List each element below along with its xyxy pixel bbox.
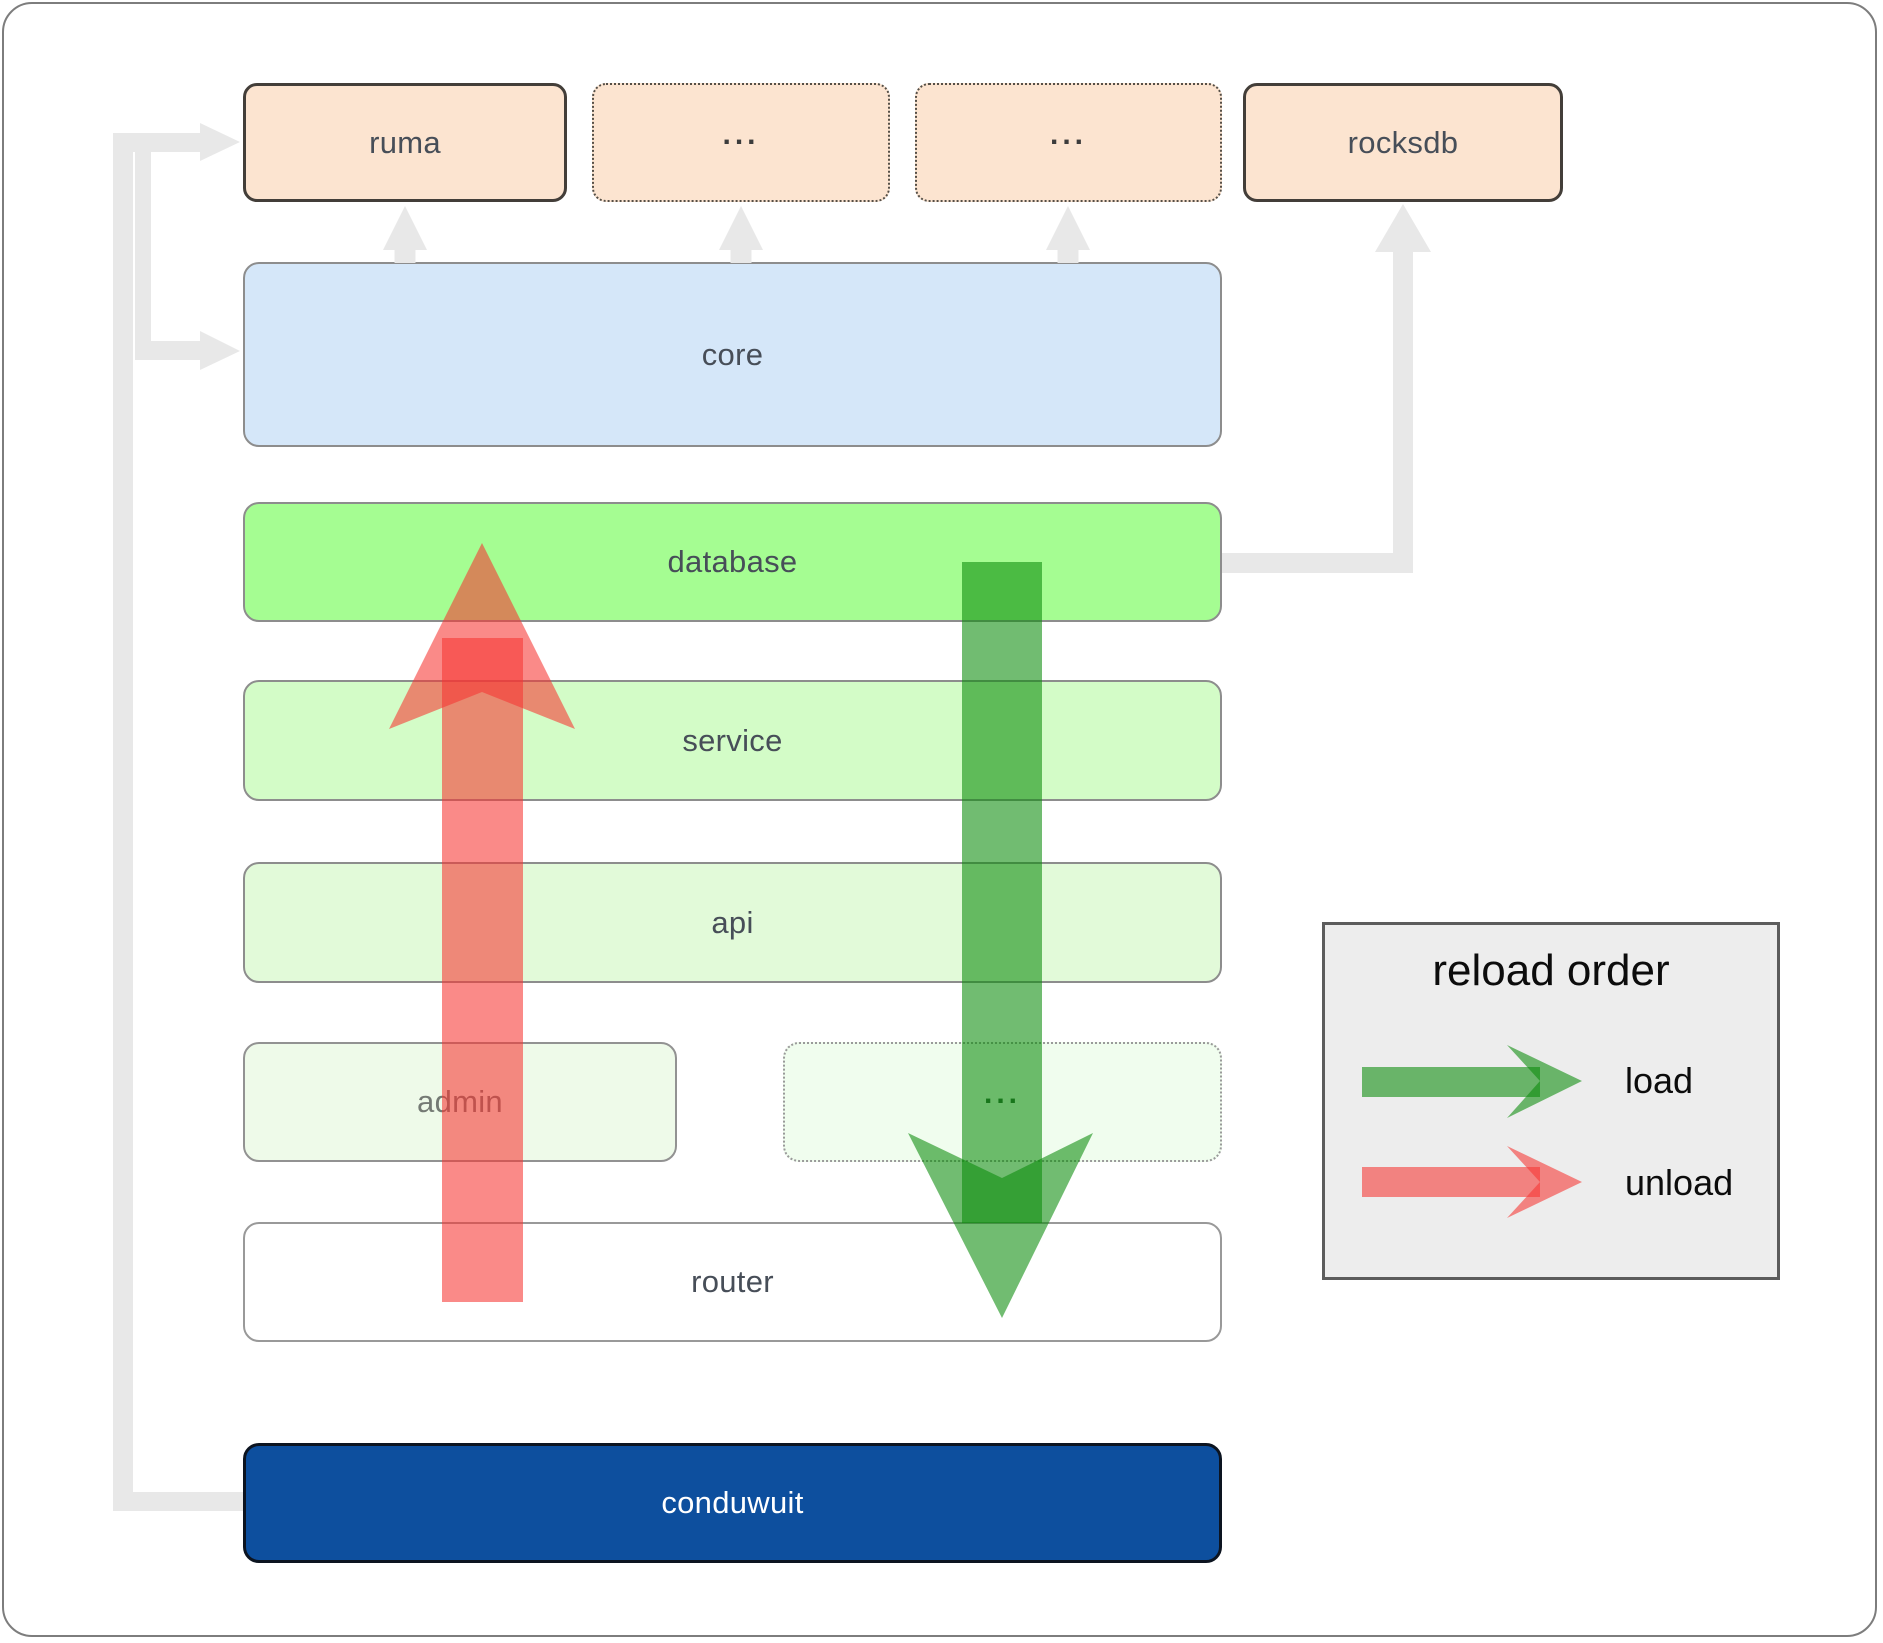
node-api: api	[243, 862, 1222, 983]
node-service: service	[243, 680, 1222, 801]
node-rocksdb-label: rocksdb	[1347, 124, 1459, 160]
node-ellipsis-top-1-label: ...	[722, 117, 760, 151]
node-ruma-label: ruma	[369, 124, 441, 160]
legend-load-label: load	[1625, 1060, 1694, 1101]
node-service-label: service	[682, 722, 783, 758]
node-ellipsis-top-1: ...	[592, 83, 890, 202]
node-router-label: router	[691, 1264, 774, 1299]
node-router: router	[243, 1222, 1222, 1342]
node-rocksdb: rocksdb	[1243, 83, 1563, 202]
node-database: database	[243, 502, 1222, 622]
node-ellipsis-top-2: ...	[915, 83, 1222, 202]
node-api-label: api	[711, 904, 754, 940]
node-conduwuit-label: conduwuit	[661, 1485, 804, 1520]
node-ellipsis-module-label: ...	[983, 1077, 1021, 1110]
node-database-label: database	[667, 544, 798, 579]
node-ellipsis-top-2-label: ...	[1049, 117, 1087, 151]
legend-title: reload order	[1432, 946, 1670, 995]
node-ellipsis-module: ...	[783, 1042, 1222, 1162]
node-admin-label: admin	[417, 1084, 503, 1119]
node-core-label: core	[701, 336, 764, 372]
legend-unload-label: unload	[1625, 1162, 1734, 1203]
node-ruma: ruma	[243, 83, 567, 202]
node-admin: admin	[243, 1042, 677, 1162]
node-conduwuit: conduwuit	[243, 1443, 1222, 1563]
node-core: core	[243, 262, 1222, 447]
